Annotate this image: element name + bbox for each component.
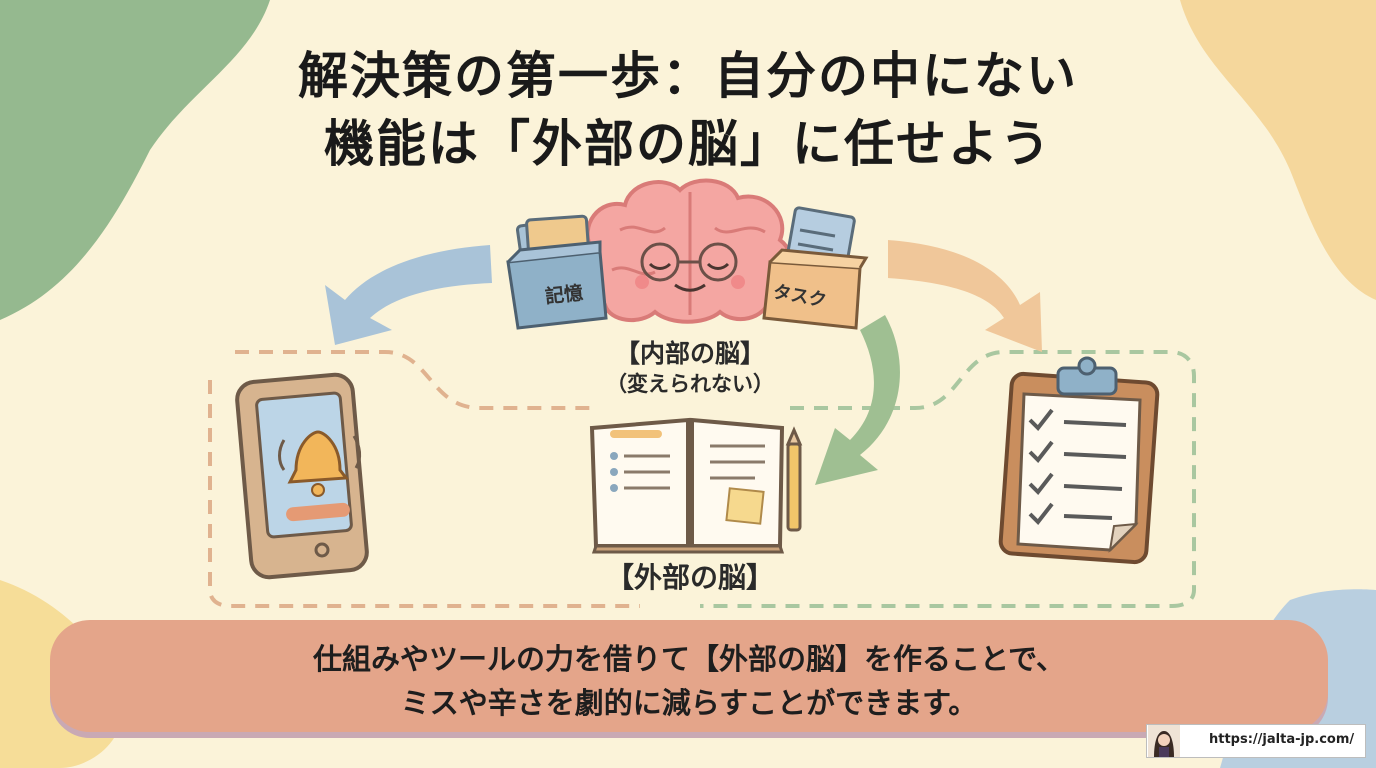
outer-brain-label: 【外部の脳】 — [605, 561, 774, 594]
avatar — [1148, 725, 1180, 757]
blob-top-right — [1180, 0, 1376, 300]
clipboard-checklist-icon — [998, 356, 1160, 565]
footer-url-box[interactable]: https://jalta-jp.com/ — [1146, 724, 1366, 758]
page-title-line2: 機能は「外部の脳」に任せよう — [324, 115, 1052, 173]
summary-line2: ミスや辛さを劇的に減らすことができます。 — [400, 686, 978, 720]
smartphone-bell-icon — [235, 372, 369, 580]
footer-url-link[interactable]: https://jalta-jp.com/ — [1209, 732, 1355, 747]
dashed-outline-right — [700, 350, 1196, 608]
box-icon — [506, 214, 608, 330]
pencil-icon — [785, 426, 803, 532]
brain-icon — [577, 178, 795, 324]
box-icon — [762, 206, 869, 330]
arrow-green — [815, 315, 900, 485]
summary-line1: 仕組みやツールの力を借りて【外部の脳】を作ることで、 — [313, 642, 1065, 676]
inner-brain-label: 【内部の脳】 — [614, 339, 765, 368]
notebook-icon — [589, 417, 785, 554]
arrow-blue — [325, 245, 492, 345]
summary-banner: 仕組みやツールの力を借りて【外部の脳】を作ることで、 ミスや辛さを劇的に減らすこ… — [50, 620, 1328, 732]
inner-brain-sublabel: （変えられない） — [606, 372, 774, 396]
box-label-memory: 記憶 — [544, 282, 585, 308]
dashed-outline-left — [208, 350, 640, 608]
page-title-line1: 解決策の第一歩：自分の中にない — [298, 47, 1078, 105]
arrow-orange — [888, 240, 1042, 352]
blob-top-left — [0, 0, 270, 320]
